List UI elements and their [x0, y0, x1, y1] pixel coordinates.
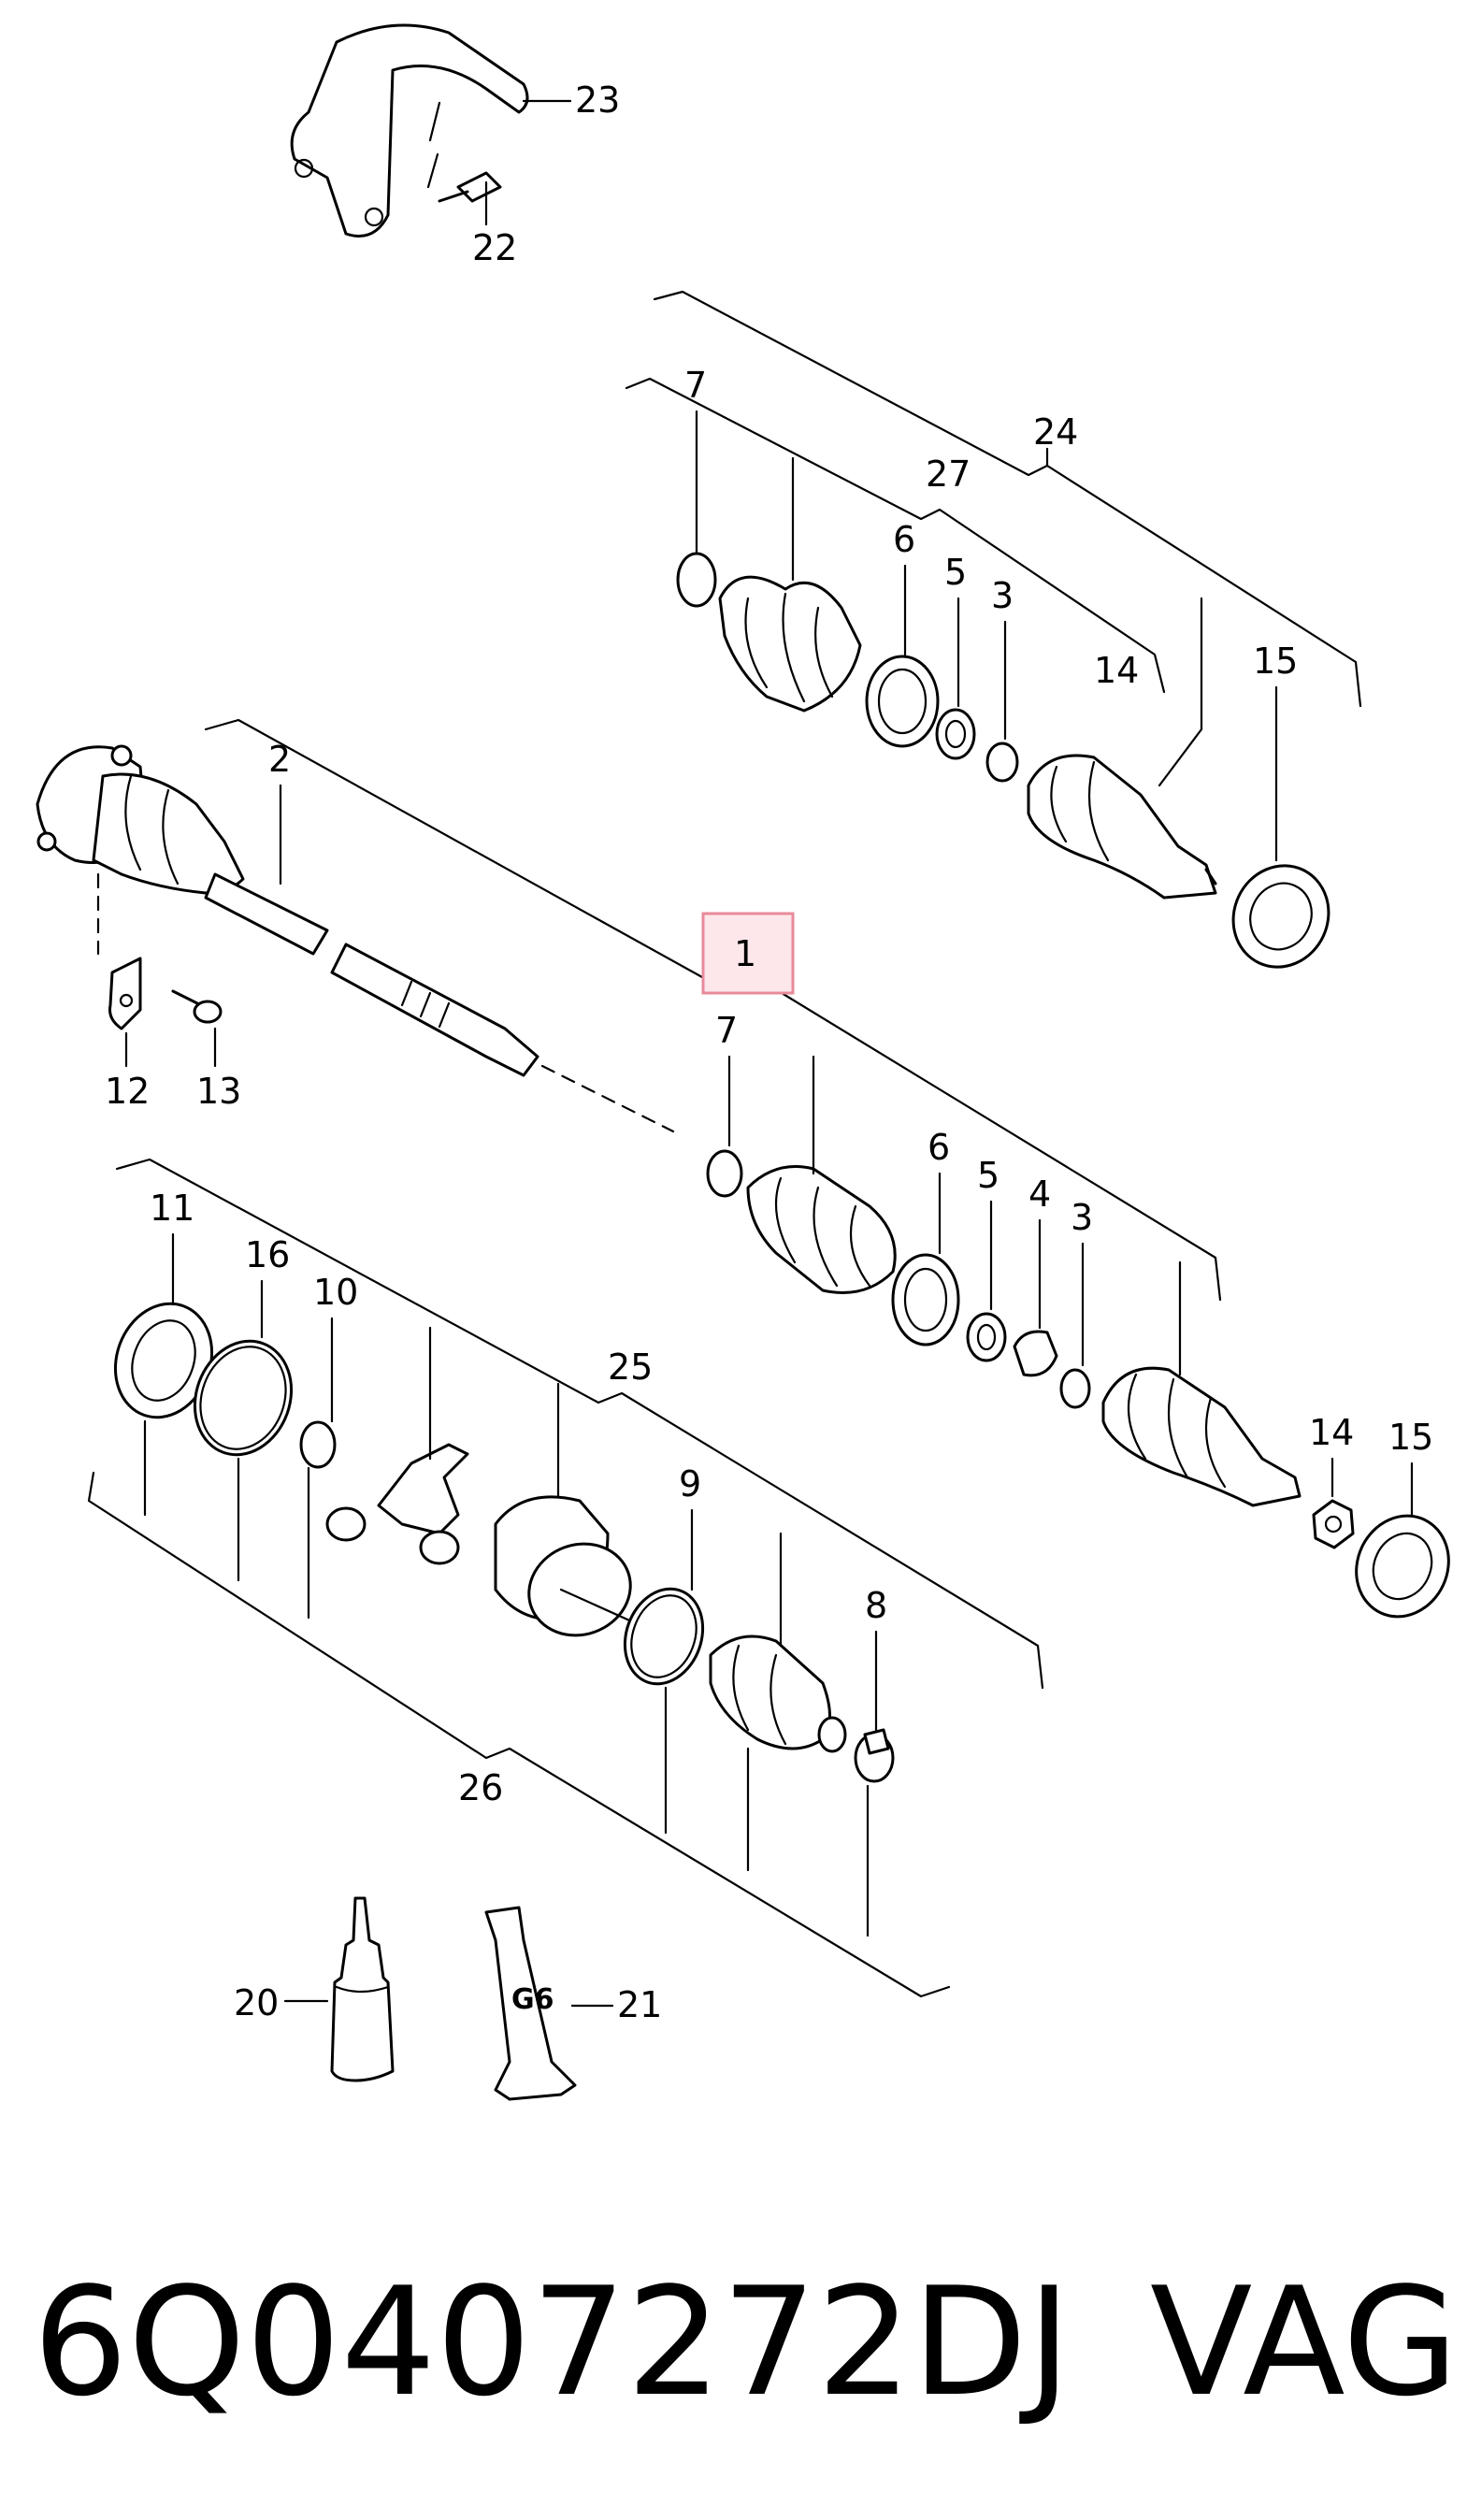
callout-27: 27: [926, 454, 971, 495]
bracket-24: [653, 290, 1362, 708]
bracket-25: [115, 1158, 1044, 1690]
grease-bottle-20-part[interactable]: [330, 1896, 395, 2082]
bracket-26: [87, 1471, 951, 1998]
upper-circlip-3-part[interactable]: [985, 742, 1019, 783]
callout-24: 24: [1033, 411, 1078, 453]
callout-1-highlight: [701, 912, 795, 995]
callout-12: 12: [105, 1071, 150, 1112]
middle-washer-5-part[interactable]: [966, 1312, 1007, 1362]
part-number: 6Q0407272DJ: [33, 2254, 1071, 2429]
callout-15b: 15: [1388, 1417, 1433, 1458]
callout-23: 23: [575, 79, 620, 121]
callout-7a: 7: [684, 365, 707, 406]
nut-14-part[interactable]: [1312, 1499, 1355, 1549]
inner-cv-joint-part[interactable]: [36, 744, 245, 895]
callout-22: 22: [472, 227, 517, 268]
tube-label: G6: [511, 1983, 554, 2016]
upper-seal-15-part[interactable]: [1216, 850, 1345, 983]
heat-shield-part[interactable]: [290, 23, 529, 238]
bracket-27: [625, 377, 1166, 694]
callout-4: 4: [1028, 1174, 1051, 1215]
lower-boot-part[interactable]: [709, 1634, 847, 1753]
ring-16-part[interactable]: [180, 1328, 307, 1469]
callout-6a: 6: [893, 519, 915, 560]
middle-cap-4-part[interactable]: [1013, 1330, 1058, 1377]
drive-shaft-2-part[interactable]: [204, 872, 539, 1077]
middle-clamp-6-part[interactable]: [891, 1253, 960, 1346]
callout-11: 11: [150, 1188, 194, 1229]
callout-15a: 15: [1253, 641, 1298, 682]
middle-clamp-7-part[interactable]: [706, 1149, 743, 1198]
callout-8: 8: [865, 1585, 887, 1626]
tripod-spider-part[interactable]: [325, 1326, 469, 1565]
upper-outer-joint-part[interactable]: [1027, 754, 1217, 900]
callout-13: 13: [196, 1071, 241, 1112]
bracket-12-part[interactable]: [108, 957, 142, 1030]
callout-16: 16: [245, 1234, 290, 1275]
callout-21: 21: [617, 1984, 662, 2025]
callout-26: 26: [458, 1767, 503, 1808]
joint-housing-part[interactable]: [494, 1495, 656, 1649]
middle-boot-part[interactable]: [746, 1165, 897, 1294]
callout-14a: 14: [1094, 650, 1139, 691]
callout-9: 9: [679, 1463, 701, 1505]
callout-5a: 5: [944, 552, 967, 593]
callout-25: 25: [608, 1346, 653, 1388]
callout-20: 20: [234, 1982, 279, 2023]
ring-9-part[interactable]: [612, 1577, 716, 1694]
bolt-13-part[interactable]: [171, 989, 223, 1024]
upper-washer-5-part[interactable]: [935, 708, 976, 760]
callout-2: 2: [268, 739, 291, 780]
grease-tube-21-part[interactable]: G6: [484, 1906, 577, 2101]
upper-inner-boot-part[interactable]: [676, 552, 862, 713]
callout-5b: 5: [977, 1155, 1000, 1196]
middle-circlip-3-part[interactable]: [1059, 1368, 1091, 1409]
middle-outer-joint-part[interactable]: [1101, 1366, 1302, 1507]
bolt-22-part[interactable]: [438, 171, 502, 203]
callout-3a: 3: [991, 575, 1014, 616]
callout-6b: 6: [928, 1127, 950, 1168]
brand-name: VAG: [1150, 2254, 1459, 2429]
clamp-8-part[interactable]: [854, 1728, 895, 1783]
circlip-10-part[interactable]: [299, 1420, 337, 1469]
callout-3b: 3: [1071, 1197, 1093, 1238]
callout-14b: 14: [1309, 1412, 1354, 1453]
callout-1: 1: [734, 933, 756, 974]
callout-10: 10: [313, 1272, 358, 1313]
middle-seal-15-part[interactable]: [1340, 1501, 1464, 1632]
callout-7b: 7: [715, 1010, 738, 1051]
upper-clamp-6-part[interactable]: [865, 655, 940, 748]
